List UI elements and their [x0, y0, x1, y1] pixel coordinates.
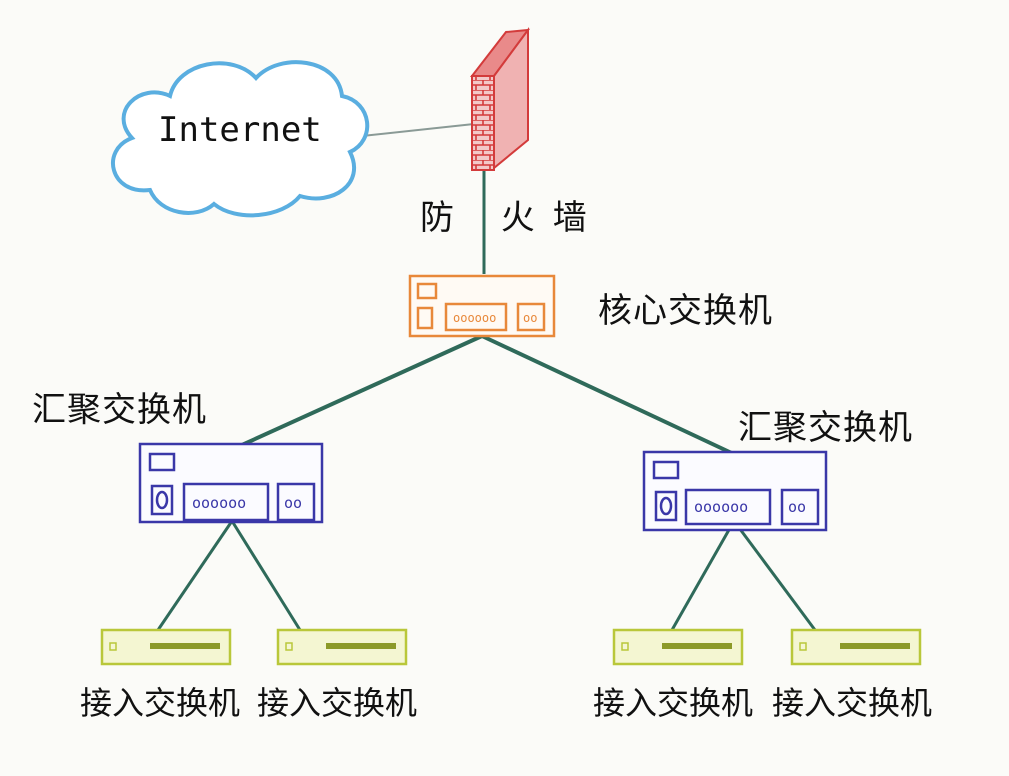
link-agg-right-access-3 — [672, 521, 734, 630]
link-core-agg-right — [482, 336, 738, 456]
link-cloud-firewall — [362, 124, 474, 136]
access-switch-4-label: 接入交换机 — [772, 678, 932, 724]
link-agg-right-access-4 — [734, 521, 815, 630]
firewall-icon — [472, 30, 528, 170]
link-core-agg-left — [222, 336, 482, 454]
core-switch-icon: oooooo oo — [410, 276, 554, 336]
svg-text:oo: oo — [523, 311, 537, 325]
svg-text:oooooo: oooooo — [694, 498, 748, 516]
access-switch-1-icon — [102, 630, 230, 664]
access-switch-2-label: 接入交换机 — [257, 678, 417, 724]
core-switch-label: 核心交换机 — [598, 283, 773, 332]
svg-text:oooooo: oooooo — [192, 494, 246, 512]
agg-switch-right-icon: oooooo oo — [644, 452, 826, 530]
agg-switch-left-label: 汇聚交换机 — [32, 382, 207, 431]
access-switch-2-icon — [278, 630, 406, 664]
svg-text:oo: oo — [788, 498, 806, 516]
agg-switch-left-icon: oooooo oo — [140, 444, 322, 522]
access-switch-3-icon — [614, 630, 742, 664]
access-switch-3-label: 接入交换机 — [593, 678, 753, 724]
svg-text:oooooo: oooooo — [453, 311, 496, 325]
access-switch-1-label: 接入交换机 — [80, 678, 240, 724]
svg-text:oo: oo — [284, 494, 302, 512]
internet-label: Internet — [158, 110, 322, 150]
link-agg-left-access-2 — [232, 521, 300, 630]
firewall-label: 防 火墙 — [420, 190, 605, 239]
agg-switch-right-label: 汇聚交换机 — [738, 400, 913, 449]
link-agg-left-access-1 — [158, 521, 232, 630]
access-switch-4-icon — [792, 630, 920, 664]
